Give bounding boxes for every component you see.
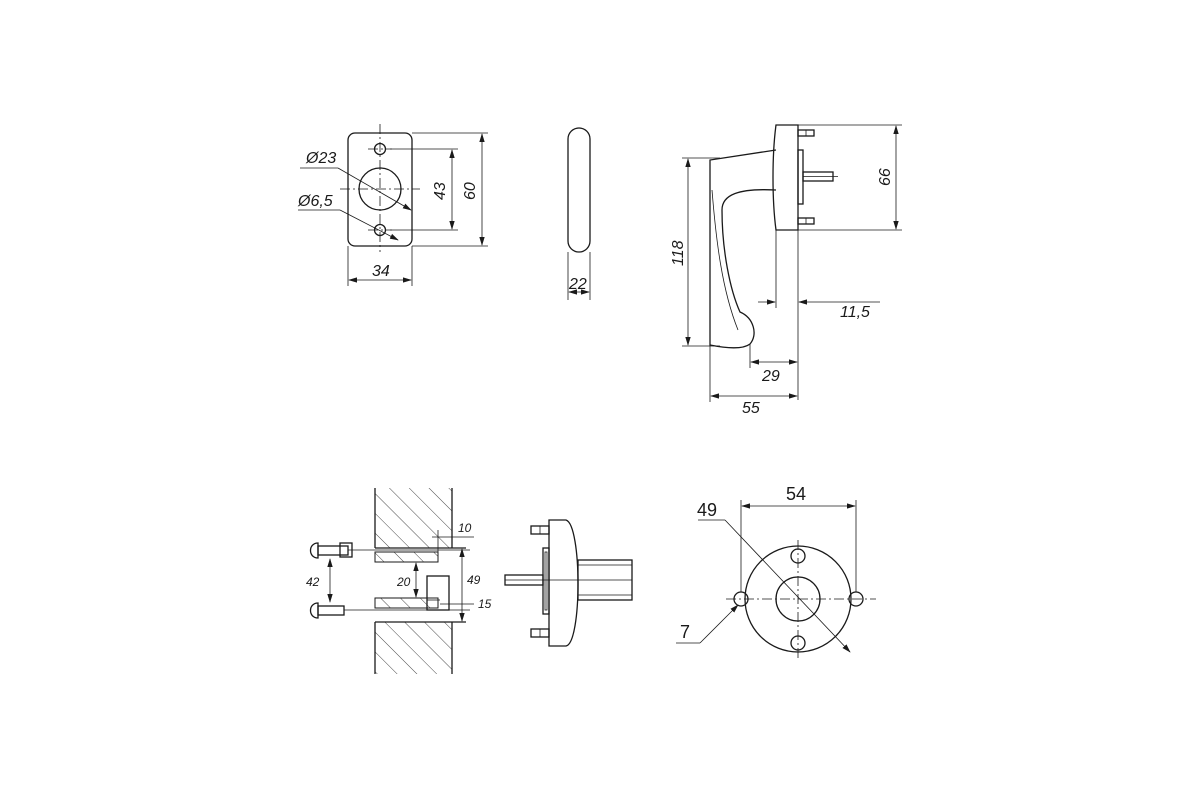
dim-20-label: 20 (396, 575, 411, 589)
dim-11-5-label: 11,5 (840, 304, 870, 321)
dim-7-leader-diag (699, 604, 739, 644)
screw-bottom (309, 602, 319, 619)
dim-7-label: 7 (680, 622, 690, 642)
base-plate-inner (544, 551, 548, 611)
dim-34-label: 34 (372, 263, 390, 280)
base-dome (548, 519, 579, 647)
dim-49-label: 49 (467, 573, 481, 587)
dia-hole-leader-diag (339, 209, 399, 241)
rosette-front-view: Ø23 Ø6,5 43 60 34 (297, 124, 488, 286)
rosette-edge-view: 22 (567, 127, 591, 300)
rosette-edge-outline (567, 127, 591, 253)
dim-42-label: 42 (306, 575, 320, 589)
dim-49-diag-line (724, 519, 851, 653)
installation-section-view: 42 10 20 49 15 (306, 488, 492, 674)
base-handle-stub (577, 559, 633, 601)
dim-60-label: 60 (462, 182, 479, 200)
screw-top-shank (317, 545, 349, 556)
dim-54-label: 54 (786, 484, 806, 504)
wall-upper-hatch (375, 488, 452, 548)
dia-hole-label: Ø6,5 (297, 193, 333, 210)
dim-10-label: 10 (458, 521, 472, 535)
wall-slot-bottom-hatch (374, 597, 439, 609)
dim-29-label: 29 (761, 368, 780, 385)
handle-lever-inner (711, 189, 739, 331)
wall-lower-hatch (375, 622, 452, 674)
dim-22-label: 22 (568, 276, 587, 293)
dim-66-label: 66 (877, 168, 894, 186)
handle-rosette-profile (772, 124, 799, 231)
base-plate (542, 547, 550, 615)
dim-118-label: 118 (670, 240, 687, 266)
handle-side-view: 66 118 11,5 29 55 (670, 124, 902, 417)
screw-top (309, 542, 319, 559)
handle-lever-body (709, 149, 777, 349)
dia-bore-label: Ø23 (305, 150, 336, 167)
dim-55-label: 55 (742, 400, 760, 417)
round-rosette-view: 54 49 7 (676, 484, 876, 660)
dia-bore-leader-diag (337, 167, 412, 211)
screw-bottom-shank (317, 605, 345, 616)
shaft-plate (797, 149, 804, 205)
dim-49-diag-label: 49 (697, 500, 717, 520)
wall-slot-top-hatch (374, 551, 439, 563)
dim-15-label: 15 (478, 597, 492, 611)
dim-43-label: 43 (432, 182, 449, 200)
handle-base-assembly (504, 519, 633, 647)
